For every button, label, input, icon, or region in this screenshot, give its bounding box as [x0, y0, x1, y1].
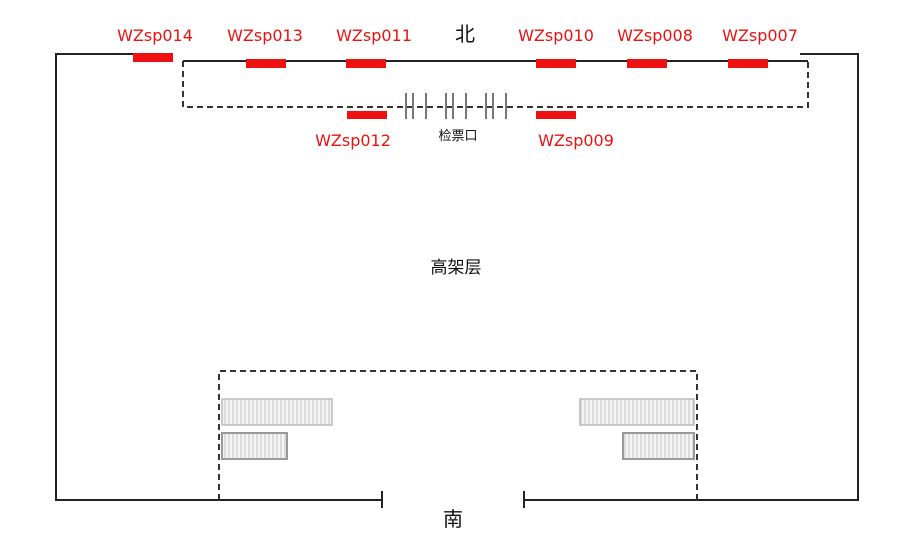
north-label: 北 — [455, 22, 475, 46]
ticket-gate-label: 检票口 — [438, 129, 477, 144]
camera-marker-wzsp007[interactable] — [728, 59, 768, 68]
stairs-right — [579, 398, 695, 460]
outer-wall — [55, 53, 859, 508]
camera-label: WZsp014 — [117, 26, 193, 45]
camera-label: WZsp013 — [227, 26, 303, 45]
area-name-label: 高架层 — [431, 258, 482, 278]
south-label: 南 — [443, 507, 463, 531]
camera-marker-wzsp013[interactable] — [246, 59, 286, 68]
stair-lower-left — [221, 432, 288, 460]
camera-marker-wzsp011[interactable] — [346, 59, 386, 68]
camera-label: WZsp008 — [617, 26, 693, 45]
camera-labels: WZsp014 WZsp013 WZsp011 WZsp010 WZsp008 … — [117, 26, 798, 150]
camera-marker-wzsp008[interactable] — [627, 59, 667, 68]
south-stairs-zone — [218, 370, 698, 500]
camera-label: WZsp011 — [336, 26, 412, 45]
camera-label: WZsp012 — [315, 131, 391, 150]
stair-upper-right — [579, 398, 695, 426]
camera-marker-wzsp012[interactable] — [347, 111, 387, 119]
north-concourse-zone — [182, 61, 809, 108]
stair-lower-right — [622, 432, 695, 460]
camera-label: WZsp010 — [518, 26, 594, 45]
outer-wall-right — [524, 53, 859, 501]
camera-marker-wzsp010[interactable] — [536, 59, 576, 68]
stair-upper-left — [221, 398, 333, 426]
outer-wall-left — [55, 53, 382, 501]
stairs-left — [221, 398, 333, 460]
camera-label: WZsp007 — [722, 26, 798, 45]
ticket-gates — [405, 93, 507, 119]
camera-markers — [133, 53, 768, 119]
camera-label: WZsp009 — [538, 131, 614, 150]
camera-marker-wzsp009[interactable] — [536, 111, 576, 119]
camera-marker-wzsp014[interactable] — [133, 53, 173, 62]
